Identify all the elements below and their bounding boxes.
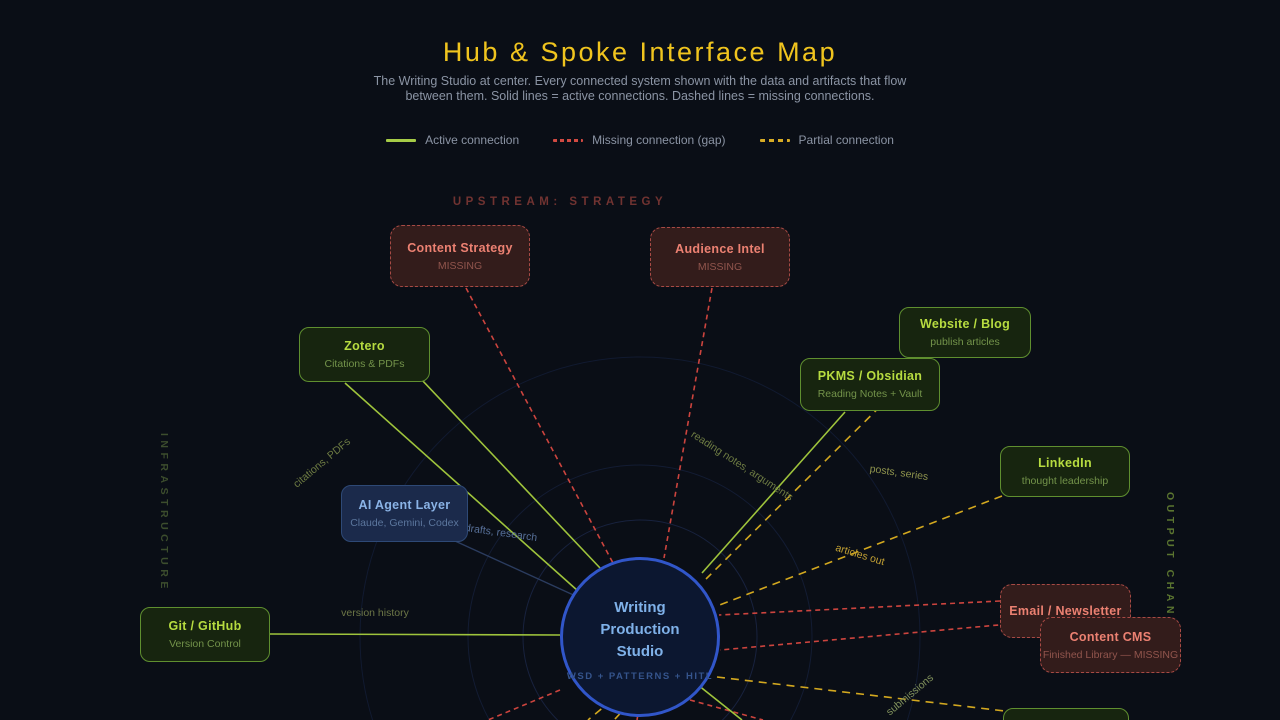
node-content-strategy-subtitle: MISSING	[437, 259, 483, 272]
node-git-github-subtitle: Version Control	[169, 638, 241, 650]
hub-ring-1	[467, 464, 813, 720]
node-content-strategy-title: Content Strategy	[407, 240, 513, 255]
legend-label-partial: Partial connection	[798, 133, 894, 147]
page-title: Hub & Spoke Interface Map	[442, 37, 838, 67]
node-website-blog-title: Website / Blog	[919, 317, 1011, 331]
node-audience-intel-title: Audience Intel	[675, 241, 765, 256]
node-audience-intel-subtitle: MISSING	[697, 260, 743, 273]
edge-pkms-obsidian	[701, 411, 846, 574]
node-zotero-subtitle: Citations & PDFs	[324, 358, 405, 370]
section-label-upstream: UPSTREAM: STRATEGY	[452, 196, 668, 208]
hub-ring-2	[359, 356, 921, 720]
legend-label-missing: Missing connection (gap)	[592, 133, 726, 147]
node-website-blog-subtitle: publish articles	[930, 336, 1000, 348]
node-ai-agent-layer-title: AI Agent Layer	[358, 498, 451, 512]
edge-email-newsletter	[718, 600, 1001, 616]
subtitle-line-2: between them. Solid lines = active conne…	[405, 88, 875, 103]
edge-content-strategy	[465, 287, 614, 564]
node-pkms-obsidian-title: PKMS / Obsidian	[817, 369, 923, 383]
active-line-swatch-icon	[386, 138, 417, 142]
node-git-github-title: Git / GitHub	[168, 619, 242, 633]
hub-title-line-1: Writing	[614, 599, 666, 617]
hub-subtitle: WSD + PATTERNS + HITL	[566, 671, 714, 682]
node-content-cms-title: Content CMS	[1069, 629, 1152, 644]
hub-writing-production-studio: Writing Production Studio WSD + PATTERNS…	[560, 557, 720, 717]
node-website-blog: Website / Blog publish articles	[899, 307, 1031, 358]
legend-label-active: Active connection	[425, 133, 520, 147]
hub-title: Writing Production Studio	[600, 597, 679, 662]
node-content-cms-subtitle: Finished Library — MISSING	[1042, 648, 1179, 661]
subtitle-line-1: The Writing Studio at center. Every conn…	[373, 74, 907, 88]
node-pkms-obsidian-subtitle: Reading Notes + Vault	[817, 388, 923, 400]
edge-content-cms	[719, 620, 1044, 651]
node-email-newsletter-title: Email / Newsletter	[1009, 604, 1122, 618]
page-subtitle: The Writing Studio at center. Every conn…	[0, 74, 1280, 104]
edge-ray-red-downleft	[487, 689, 561, 720]
edge-website-blog	[705, 356, 931, 580]
edge-submissions	[716, 676, 1014, 713]
partial-line-swatch-icon	[759, 138, 790, 142]
edge-ai-agent-layer	[454, 540, 581, 599]
edge-audience-intel	[663, 287, 713, 559]
legend-item-active: Active connection	[386, 133, 519, 147]
edge-ray-red-downright	[689, 699, 764, 720]
hub-title-line-2: Production	[600, 621, 680, 639]
edge-git-github	[269, 633, 561, 636]
node-linkedin-subtitle: thought leadership	[1021, 475, 1109, 487]
legend-item-missing: Missing connection (gap)	[553, 133, 726, 147]
node-zotero-title: Zotero	[344, 339, 385, 353]
section-label-infrastructure: INFRASTRUCTURE	[158, 433, 170, 593]
hub-title-line-3: Studio	[616, 642, 664, 660]
node-linkedin: LinkedIn thought leadership	[1000, 446, 1130, 497]
edge-linkedin	[716, 495, 1003, 607]
edge-zotero-b	[420, 378, 602, 570]
edge-ray-green-downright	[697, 684, 743, 720]
node-content-cms: Content CMS Finished Library — MISSING	[1040, 617, 1181, 673]
node-linkedin-title: LinkedIn	[1038, 456, 1092, 470]
hub-ring-0	[522, 519, 758, 720]
node-bottom-partial	[1003, 708, 1129, 720]
legend: Active connection Missing connection (ga…	[0, 133, 1280, 147]
legend-item-partial: Partial connection	[759, 133, 894, 147]
missing-line-swatch-icon	[553, 138, 584, 142]
edge-label-version: version history	[341, 607, 409, 619]
node-ai-agent-layer-subtitle: Claude, Gemini, Codex	[350, 517, 459, 529]
